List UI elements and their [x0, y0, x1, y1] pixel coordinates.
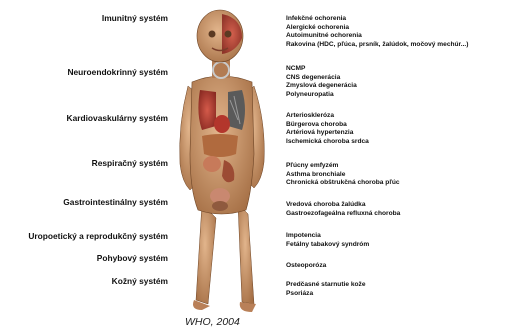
- disease-item: Bürgerova choroba: [286, 121, 369, 130]
- disease-item: Predčasné starnutie kože: [286, 281, 366, 290]
- disease-group-respiratory: Pľúcny emfyzém Asthma bronchiale Chronic…: [286, 162, 400, 188]
- system-label: Neuroendokrinný systém: [67, 67, 168, 77]
- disease-item: Arterioskleróza: [286, 112, 369, 121]
- disease-group-musculoskeletal: Osteoporóza: [286, 262, 326, 271]
- disease-group-neuroendocrine: NCMP CNS degenerácia Zmyslová degeneráci…: [286, 65, 357, 99]
- system-label: Kardiovaskulárny systém: [67, 113, 168, 123]
- system-label: Respiračný systém: [92, 158, 168, 168]
- disease-item: Zmyslová degenerácia: [286, 82, 357, 91]
- system-label: Kožný systém: [112, 276, 168, 286]
- disease-item: Vredová choroba žalúdka: [286, 201, 400, 210]
- disease-item: Alergické ochorenia: [286, 24, 468, 33]
- disease-item: Infekčné ochorenia: [286, 15, 468, 24]
- disease-group-skin: Predčasné starnutie kože Psoriáza: [286, 281, 366, 298]
- disease-item: Psoriáza: [286, 290, 366, 299]
- disease-item: Pľúcny emfyzém: [286, 162, 400, 171]
- body-systems-column: Imunitný systém Neuroendokrinný systém K…: [0, 0, 168, 300]
- system-label: Uropoetický a reprodukčný systém: [28, 231, 168, 241]
- disease-item: Rakovina (HDC, pľúca, prsník, žalúdok, m…: [286, 41, 468, 50]
- disease-item: Osteoporóza: [286, 262, 326, 271]
- disease-group-uropoetic: Impotencia Fetálny tabakový syndróm: [286, 232, 369, 249]
- disease-item: CNS degenerácia: [286, 74, 357, 83]
- disease-item: Ischemická choroba srdca: [286, 138, 369, 147]
- system-label: Gastrointestinálny systém: [63, 197, 168, 207]
- disease-item: Impotencia: [286, 232, 369, 241]
- disease-item: Gastroezofageálna refluxná choroba: [286, 210, 400, 219]
- disease-item: Autoimunitné ochorenia: [286, 32, 468, 41]
- anatomical-figure: [172, 4, 270, 316]
- disease-item: Fetálny tabakový syndróm: [286, 241, 369, 250]
- system-label: Imunitný systém: [102, 13, 168, 23]
- disease-item: Asthma bronchiale: [286, 171, 400, 180]
- disease-item: Artériová hypertenzia: [286, 129, 369, 138]
- disease-group-gastrointestinal: Vredová choroba žalúdka Gastroezofageáln…: [286, 201, 400, 218]
- diseases-column: Infekčné ochorenia Alergické ochorenia A…: [286, 0, 508, 310]
- source-caption: WHO, 2004: [185, 316, 240, 328]
- disease-item: Chronická obštrukčná choroba pľúc: [286, 179, 400, 188]
- disease-group-cardiovascular: Arterioskleróza Bürgerova choroba Artéri…: [286, 112, 369, 146]
- disease-item: Polyneuropatia: [286, 91, 357, 100]
- disease-item: NCMP: [286, 65, 357, 74]
- system-label: Pohybový systém: [97, 253, 168, 263]
- disease-group-immune: Infekčné ochorenia Alergické ochorenia A…: [286, 15, 468, 49]
